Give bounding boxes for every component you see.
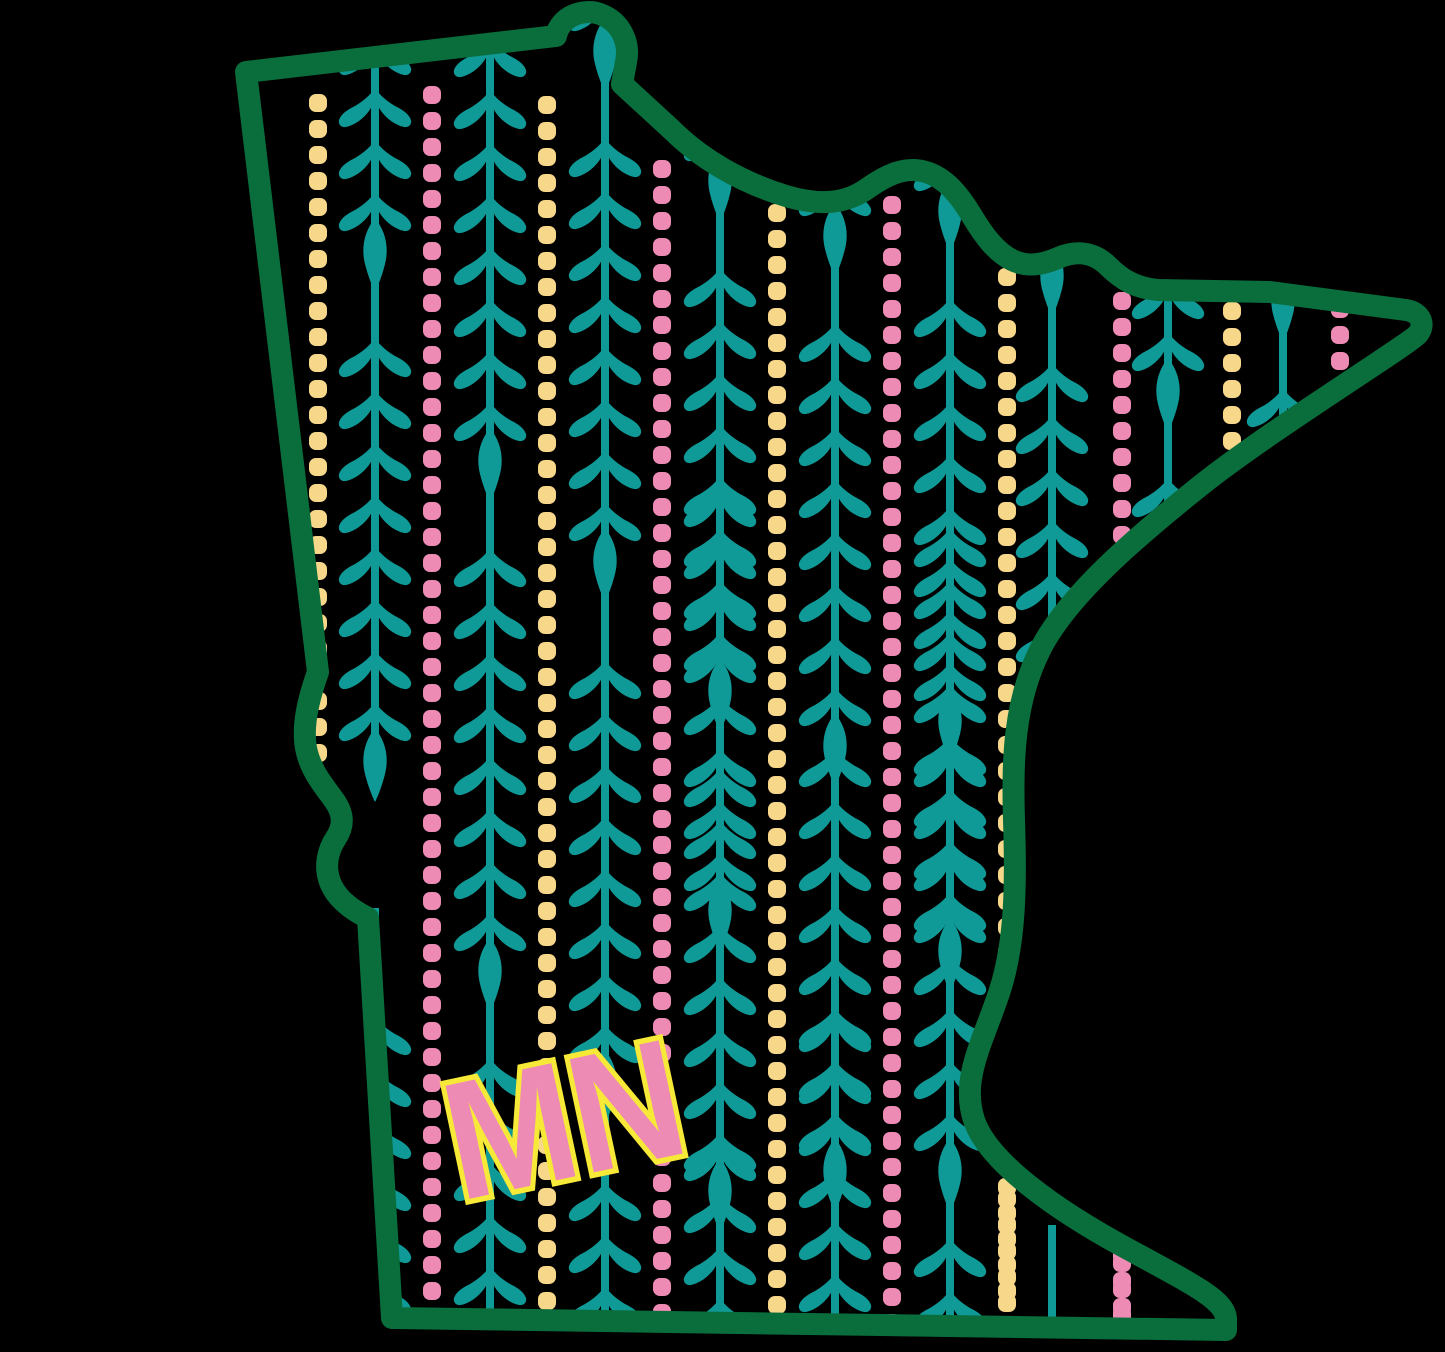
state-abbreviation-text: MN [423,998,704,1242]
dot-column-pink [423,86,441,1331]
dot-column-yellow [768,204,786,1331]
